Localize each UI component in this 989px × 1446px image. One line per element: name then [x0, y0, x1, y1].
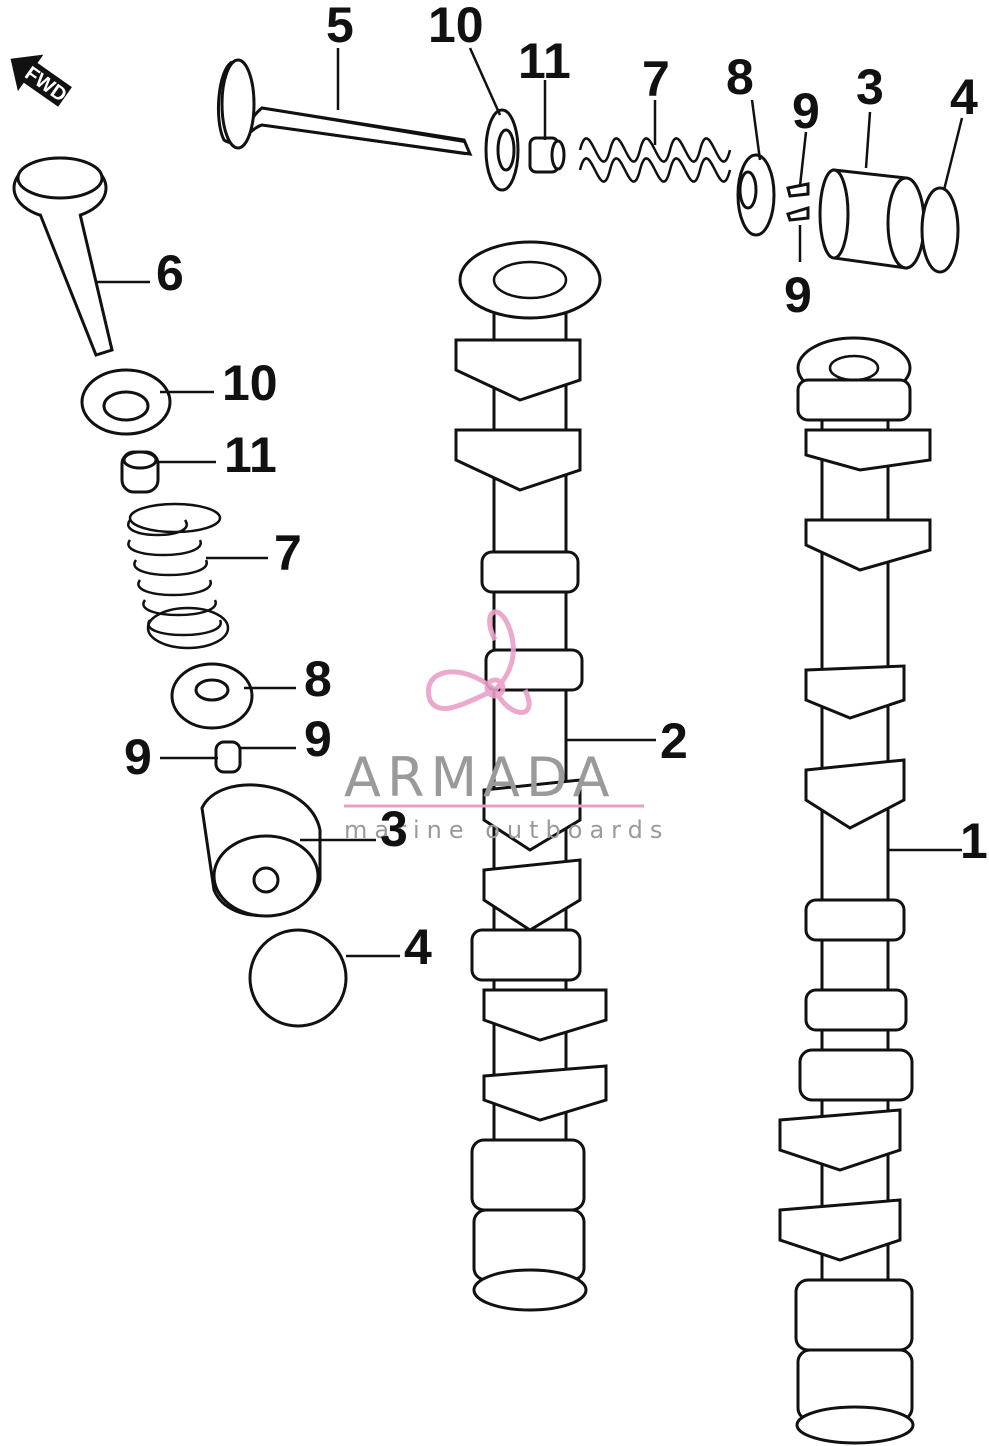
- callout-5: 5: [326, 0, 354, 53]
- callout-7-top: 7: [642, 51, 670, 107]
- part-spring-top: [578, 137, 732, 183]
- callout-9-left-a: 9: [124, 729, 152, 785]
- part-valve-left: [12, 156, 114, 357]
- part-stem-seal-top: [528, 136, 566, 174]
- watermark-tagline: marine outboards: [344, 816, 669, 844]
- callout-4-top: 4: [950, 69, 978, 125]
- callout-7-left: 7: [274, 525, 302, 581]
- callout-10-top: 10: [428, 0, 484, 53]
- callout-11-top: 11: [518, 33, 571, 89]
- part-cotter-left: [214, 740, 242, 774]
- callout-11-left: 11: [224, 427, 277, 483]
- part-retainer-left: [80, 368, 172, 436]
- callout-3-left: 3: [380, 801, 408, 857]
- callout-2: 2: [660, 713, 688, 769]
- part-stem-seal-left: [120, 450, 160, 494]
- part-spring-seat-top: [736, 153, 776, 237]
- callout-9-top-b: 9: [784, 267, 812, 323]
- callout-6: 6: [156, 245, 184, 301]
- brand-watermark: ARMADA marine outboards: [344, 609, 669, 844]
- camshaft-1: [778, 336, 932, 1445]
- callout-9-top-a: 9: [792, 83, 820, 139]
- part-retainer-top: [484, 108, 520, 192]
- callout-8-top: 8: [726, 49, 754, 105]
- watermark-brand: ARMADA: [344, 746, 616, 809]
- leader-lines: [96, 47, 964, 958]
- part-spring-left: [126, 502, 230, 650]
- part-tappet-left: [200, 783, 322, 918]
- callout-10-left: 10: [222, 355, 278, 411]
- fwd-arrow-icon: FWD: [10, 54, 72, 107]
- callout-8-left: 8: [304, 651, 332, 707]
- part-shim-left: [248, 928, 348, 1028]
- part-shim-top: [920, 186, 960, 274]
- part-valve-top: [216, 58, 473, 156]
- callout-9-left-b: 9: [304, 711, 332, 767]
- part-cotter-top: [786, 182, 810, 222]
- callout-labels: 5 10 11 7 8 3 4 9 9 6 10 11 7 8 9 9 3 4 …: [124, 0, 988, 975]
- callout-4-left: 4: [404, 919, 432, 975]
- camshaft-2: [454, 240, 608, 1312]
- part-tappet-top: [818, 168, 926, 270]
- propeller-logo-icon: [425, 609, 532, 715]
- part-spring-seat-left: [170, 662, 254, 730]
- callout-3-top: 3: [856, 59, 884, 115]
- callout-1: 1: [960, 813, 988, 869]
